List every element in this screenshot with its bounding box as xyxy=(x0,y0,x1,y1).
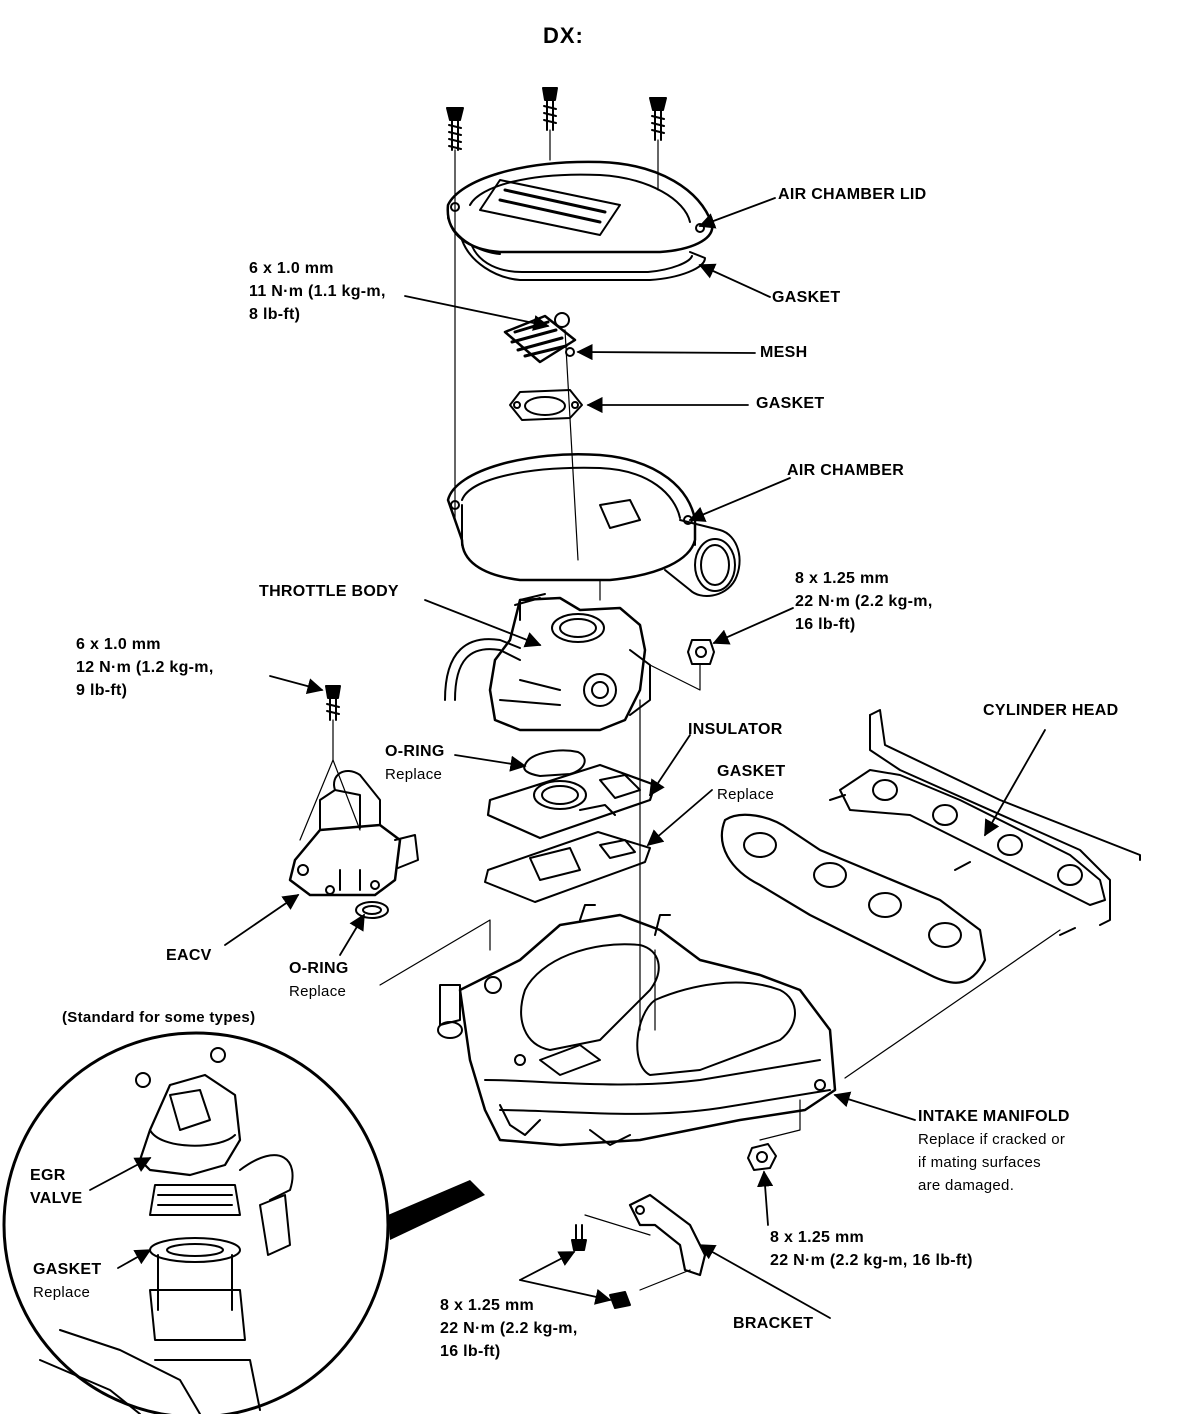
torque-throttle-nut: 8 x 1.25 mm 22 N·m (2.2 kg-m, 16 lb-ft) xyxy=(795,570,933,633)
torque-bracket-bolt: 8 x 1.25 mm 22 N·m (2.2 kg-m, 16 lb-ft) xyxy=(440,1297,578,1360)
mesh-gasket-shape xyxy=(509,389,583,421)
leader-o-ring-eacv xyxy=(339,913,365,956)
intake-manifold-shape xyxy=(437,904,837,1147)
label-gasket-insulator: GASKET Replace xyxy=(717,763,786,803)
label-cylinder-head: CYLINDER HEAD xyxy=(983,702,1119,719)
leader-mesh xyxy=(576,343,756,361)
bolt-right-icon xyxy=(649,97,667,141)
lid-gasket-shape xyxy=(461,239,706,281)
leader-gasket-top xyxy=(698,263,771,298)
label-eacv: EACV xyxy=(166,947,212,964)
label-egr-valve: EGR VALVE xyxy=(30,1167,83,1207)
eacv-bolt-icon xyxy=(325,685,341,721)
label-gasket-mesh: GASKET xyxy=(756,395,825,412)
leader-cylinder-head xyxy=(984,729,1046,837)
air-chamber-shape xyxy=(446,453,741,597)
label-air-chamber-lid: AIR CHAMBER LID xyxy=(778,186,927,203)
leader-o-ring-throttle xyxy=(454,754,527,772)
label-insulator: INSULATOR xyxy=(688,721,783,738)
label-gasket-egr: GASKET Replace xyxy=(33,1261,102,1301)
air-chamber-lid-shape xyxy=(446,160,714,255)
leader-insulator xyxy=(649,734,691,797)
cylinder-head-shape xyxy=(829,709,1141,936)
bracket-shape xyxy=(628,1193,707,1277)
label-o-ring-eacv: O-RING Replace xyxy=(289,960,349,1000)
label-bracket: BRACKET xyxy=(733,1315,814,1332)
leader-eacv-torque xyxy=(269,675,324,695)
leader-air-chamber-lid xyxy=(698,197,776,229)
manifold-gasket-shape xyxy=(720,813,987,984)
leader-throttle-nut xyxy=(712,607,794,645)
bracket-bolt-icon xyxy=(571,1224,587,1251)
throttle-nut-icon xyxy=(687,639,715,665)
leader-throttle-body xyxy=(424,599,542,648)
insulator-gasket-shape xyxy=(484,831,651,903)
egr-inset xyxy=(2,1031,485,1414)
throttle-body-shape xyxy=(444,593,651,732)
leader-bracket-bolt-b xyxy=(519,1279,612,1305)
leader-gasket-egr xyxy=(117,1249,152,1269)
leader-eacv xyxy=(224,894,300,946)
leader-mesh-torque xyxy=(404,295,550,331)
page-title: DX: xyxy=(543,23,584,48)
insulator-shape xyxy=(486,763,657,840)
label-mesh: MESH xyxy=(760,344,808,361)
mesh-shape xyxy=(503,312,577,364)
inset-title: (Standard for some types) xyxy=(62,1009,256,1026)
torque-mesh-bolt: 6 x 1.0 mm 11 N·m (1.1 kg-m, 8 lb-ft) xyxy=(249,260,386,323)
leader-manifold-nut xyxy=(757,1170,774,1226)
leader-intake-manifold xyxy=(833,1091,916,1121)
label-o-ring-throttle: O-RING Replace xyxy=(385,743,445,783)
leader-air-chamber xyxy=(688,477,791,522)
leader-bracket-bolt-a xyxy=(519,1251,576,1281)
label-intake-manifold: INTAKE MANIFOLD Replace if cracked or if… xyxy=(918,1108,1070,1194)
bolt-middle-icon xyxy=(542,87,558,131)
bracket-bolt-2-icon xyxy=(609,1291,631,1309)
manifold-nut-icon xyxy=(747,1143,777,1171)
leader-gasket-insulator xyxy=(646,789,713,847)
bolt-left-icon xyxy=(446,107,464,151)
leader-bracket xyxy=(698,1244,831,1319)
torque-manifold-nut: 8 x 1.25 mm 22 N·m (2.2 kg-m, 16 lb-ft) xyxy=(770,1229,973,1269)
torque-eacv-bolt: 6 x 1.0 mm 12 N·m (1.2 kg-m, 9 lb-ft) xyxy=(76,636,214,699)
label-air-chamber: AIR CHAMBER xyxy=(787,462,905,479)
leader-egr-valve xyxy=(89,1157,152,1191)
label-gasket-top: GASKET xyxy=(772,289,841,306)
label-throttle-body: THROTTLE BODY xyxy=(259,583,399,600)
eacv-shape xyxy=(288,770,419,897)
